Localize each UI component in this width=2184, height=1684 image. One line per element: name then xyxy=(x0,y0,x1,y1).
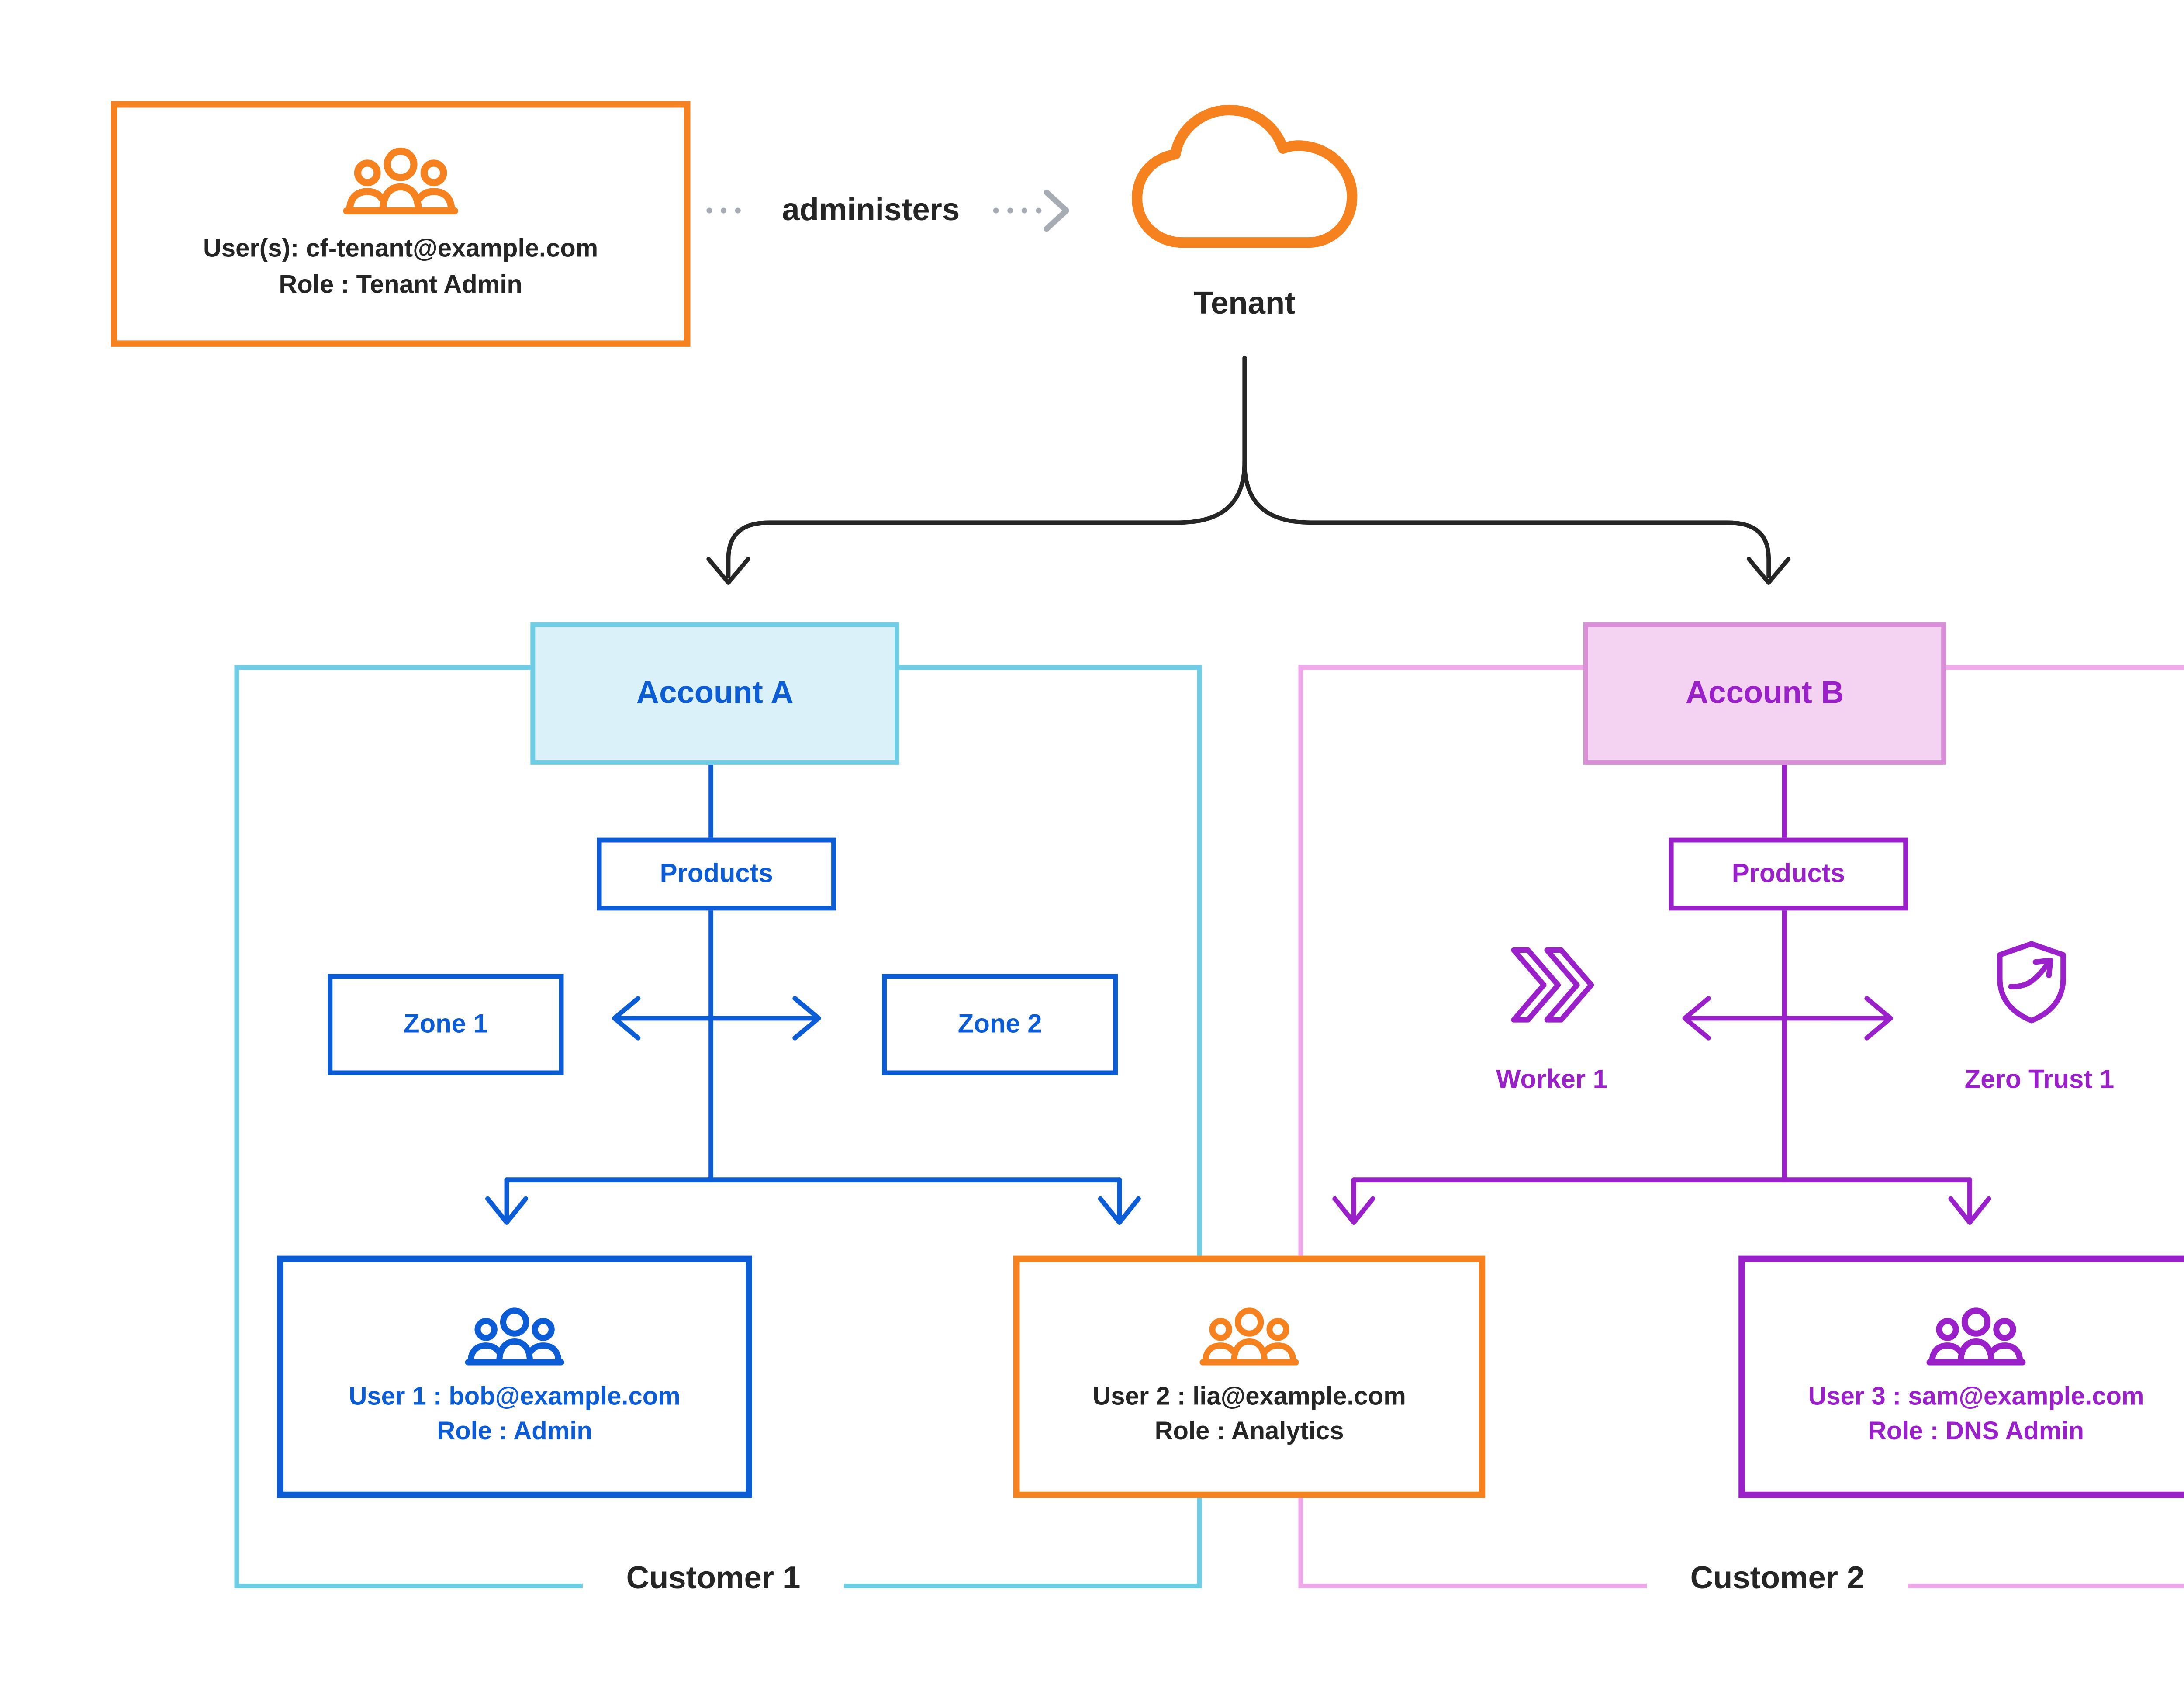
team-icon xyxy=(343,147,458,215)
user-2-role: Role : Analytics xyxy=(1154,1418,1344,1445)
customer-2-label: Customer 2 xyxy=(1647,1555,1908,1603)
tenant-cloud xyxy=(1132,104,1358,248)
user-3-role: Role : DNS Admin xyxy=(1868,1418,2084,1445)
account-b-edges xyxy=(1332,753,1991,1225)
user-2-name: User 2 : lia@example.com xyxy=(1092,1383,1406,1411)
zero-trust-shield-icon xyxy=(1997,941,2066,1024)
user-3-node: User 3 : sam@example.com Role : DNS Admi… xyxy=(1738,1255,2184,1498)
team-icon xyxy=(1926,1307,2026,1365)
account-a-edges xyxy=(485,753,1141,1225)
user-1-node: User 1 : bob@example.com Role : Admin xyxy=(277,1255,752,1498)
account-b-title: Account B xyxy=(1685,675,1844,710)
team-icon xyxy=(1199,1307,1299,1365)
zone-1-node: Zone 1 xyxy=(328,974,564,1075)
workers-chevrons-icon xyxy=(1511,947,1594,1023)
zone-2-node: Zone 2 xyxy=(882,974,1118,1075)
team-icon xyxy=(465,1307,564,1365)
zero-trust-icon xyxy=(1986,934,2077,1030)
zone-2-label: Zone 2 xyxy=(957,1009,1042,1038)
account-a-products-label: Products xyxy=(660,859,773,888)
cloud-icon xyxy=(1118,98,1371,276)
account-b-products-label: Products xyxy=(1731,859,1845,888)
tenant-admin-users: User(s): cf-tenant@example.com xyxy=(203,236,598,263)
user-2-node: User 2 : lia@example.com Role : Analytic… xyxy=(1013,1255,1486,1498)
worker-1-label: Worker 1 xyxy=(1496,1065,1607,1094)
zone-1-label: Zone 1 xyxy=(404,1009,488,1038)
tenant-admin-node: User(s): cf-tenant@example.com Role : Te… xyxy=(111,101,691,347)
tenant-fork-edges xyxy=(706,356,1791,585)
zero-trust-1-label: Zero Trust 1 xyxy=(1964,1065,2115,1094)
account-b-node: Account B xyxy=(1583,622,1946,765)
user-1-name: User 1 : bob@example.com xyxy=(349,1383,681,1411)
account-a-products-node: Products xyxy=(597,837,836,911)
account-b-products-node: Products xyxy=(1669,837,1908,911)
account-a-title: Account A xyxy=(636,675,794,710)
administers-edge xyxy=(706,189,1069,232)
tenant-label: Tenant xyxy=(1194,287,1296,322)
administers-label: administers xyxy=(782,193,960,228)
user-1-role: Role : Admin xyxy=(437,1418,592,1445)
tenant-admin-role: Role : Tenant Admin xyxy=(279,272,522,300)
workers-icon xyxy=(1506,939,1597,1031)
user-3-name: User 3 : sam@example.com xyxy=(1808,1383,2144,1411)
account-a-node: Account A xyxy=(530,622,899,765)
customer-1-label: Customer 1 xyxy=(583,1555,844,1603)
